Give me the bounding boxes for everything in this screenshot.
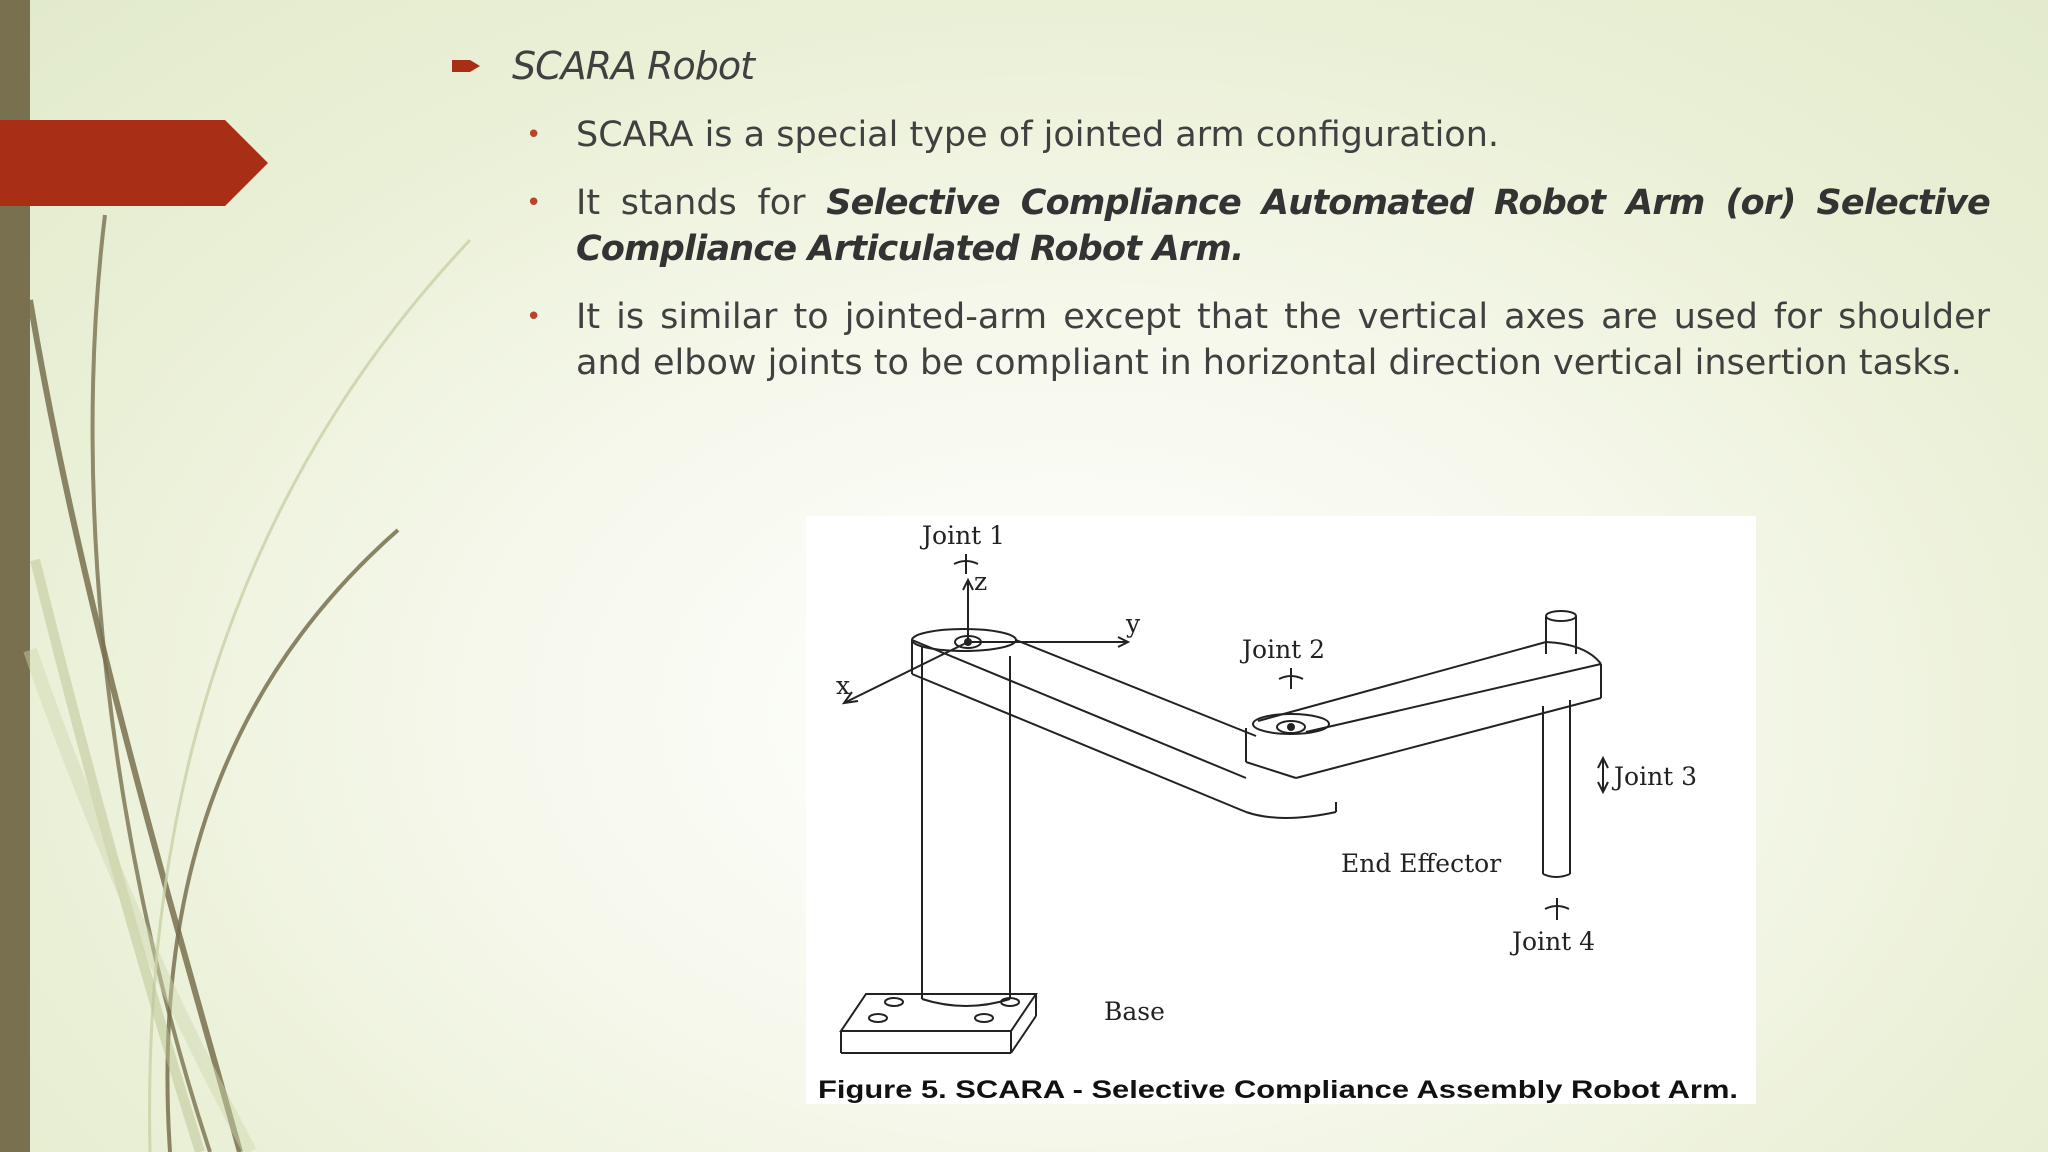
slide-heading: SCARA Robot — [452, 44, 755, 88]
base-label: Base — [1104, 997, 1165, 1026]
title-accent-arrow — [0, 120, 268, 206]
joint-3-label: Joint 3 — [1611, 762, 1697, 791]
y-axis-label: y — [1125, 609, 1141, 638]
arrow-bullet-icon — [452, 60, 480, 72]
bullet-item: • It stands for Selective Compliance Aut… — [526, 180, 1991, 272]
figure-caption: Figure 5. SCARA - Selective Compliance A… — [818, 1076, 1738, 1104]
x-axis-label: x — [836, 671, 850, 700]
joint-4-label: Joint 4 — [1509, 927, 1595, 956]
bullet-text: SCARA is a special type of jointed arm c… — [576, 115, 1500, 155]
bullet-item: • It is similar to jointed-arm except th… — [526, 294, 1990, 386]
bullet-list: • SCARA is a special type of jointed arm… — [526, 112, 1991, 408]
end-effector-label: End Effector — [1341, 849, 1501, 878]
bullet-dot-icon: • — [526, 302, 542, 332]
joint-1-label: Joint 1 — [919, 521, 1005, 550]
bullet-dot-icon: • — [526, 120, 542, 150]
bullet-text: It is similar to jointed-arm except that… — [576, 297, 1990, 383]
decorative-swooshes — [23, 214, 472, 1152]
bullet-dot-icon: • — [526, 188, 542, 218]
scara-figure: Joint 1 z y x Joint 2 Joint 3 End Effect… — [806, 516, 1756, 1104]
joint-2-label: Joint 2 — [1239, 635, 1325, 664]
bullet-emphasis: Selective Compliance Automated Robot Arm… — [576, 183, 1991, 269]
bullet-item: • SCARA is a special type of jointed arm… — [526, 112, 1990, 158]
scara-diagram: Joint 1 z y x Joint 2 Joint 3 End Effect… — [818, 521, 1738, 1104]
z-axis-label: z — [974, 567, 987, 596]
bullet-text: It stands for — [576, 183, 827, 223]
heading-text: SCARA Robot — [512, 44, 755, 88]
